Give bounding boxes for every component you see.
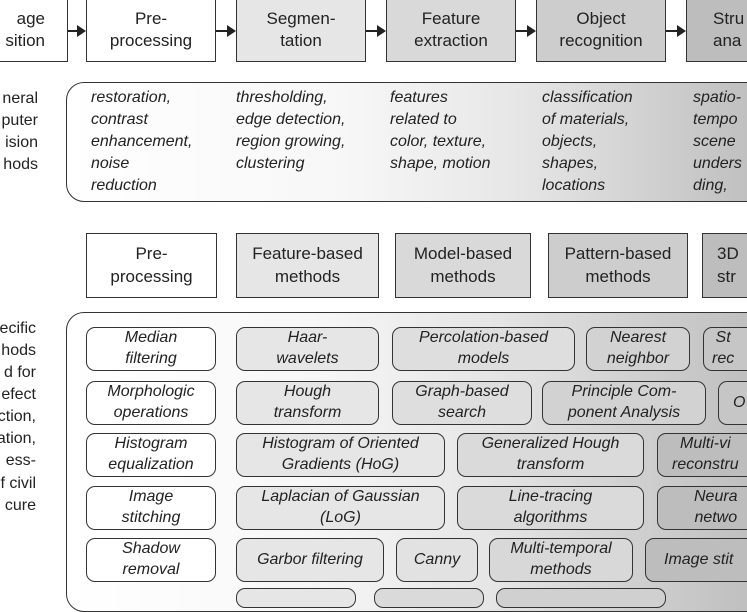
method-graph-based-search: Graph-based search [392, 381, 532, 425]
pipeline-arrow [666, 25, 686, 37]
pipeline-arrow [366, 25, 386, 37]
method-other: O [718, 381, 747, 425]
method-row-cutoff [374, 588, 484, 608]
method-row-cutoff [496, 588, 666, 608]
method-row-cutoff [236, 588, 356, 608]
method-haar-wavelets: Haar- wavelets [236, 327, 379, 371]
category-feature-based: Feature-based methods [236, 233, 379, 298]
pipeline-stage-structural-analysis: Stru ana [686, 0, 747, 62]
pipeline-stage-segmentation: Segmen- tation [236, 0, 366, 62]
general-desc-segmentation: thresholding, edge detection, region gro… [236, 89, 346, 172]
category-model-based: Model-based methods [395, 233, 531, 298]
specific-methods-label: ecific hods d for efect ction, ation, es… [0, 320, 36, 514]
pipeline-arrow [516, 25, 536, 37]
general-desc-structural-analysis: spatio- tempo scene unders ding, [693, 89, 742, 194]
method-morphologic-operations: Morphologic operations [86, 381, 216, 425]
category-preprocessing: Pre- processing [86, 233, 217, 298]
category-pattern-based: Pattern-based methods [548, 233, 688, 298]
method-structure-reconstruction: St rec [703, 327, 747, 371]
pipeline-arrow [68, 25, 86, 37]
pipeline-arrow [216, 25, 236, 37]
method-hough-transform: Hough transform [236, 381, 379, 425]
pipeline-stage-preprocessing: Pre- processing [86, 0, 216, 62]
method-canny: Canny [396, 538, 478, 582]
pipeline-stage-object-recognition: Object recognition [536, 0, 666, 62]
method-image-stitching: Image stitching [86, 486, 216, 530]
pipeline-stage-acquisition: age sition [0, 0, 68, 62]
method-image-stitching-3d: Image stit [645, 538, 747, 582]
method-generalized-hough: Generalized Hough transform [457, 433, 644, 477]
method-neural-network: Neura netwo [657, 486, 747, 530]
method-shadow-removal: Shadow removal [86, 538, 216, 582]
method-pca: Principle Com- ponent Analysis [542, 381, 706, 425]
method-hog: Histogram of Oriented Gradients (HoG) [236, 433, 445, 477]
method-percolation-models: Percolation-based models [392, 327, 575, 371]
general-desc-feature-extraction: features related to color, texture, shap… [390, 89, 491, 172]
method-multi-temporal: Multi-temporal methods [489, 538, 633, 582]
general-methods-label: neral puter ision hods [1, 90, 38, 174]
general-desc-object-recognition: classification of materials, objects, sh… [542, 89, 633, 194]
general-methods-panel [66, 82, 747, 202]
category-3d-structure: 3D str [702, 233, 747, 298]
method-line-tracing: Line-tracing algorithms [457, 486, 644, 530]
method-median-filtering: Median filtering [86, 327, 216, 371]
method-garbor-filtering: Garbor filtering [236, 538, 384, 582]
method-nearest-neighbor: Nearest neighbor [586, 327, 690, 371]
method-multiview-reconstruction: Multi-vi reconstru [657, 433, 747, 477]
general-desc-preprocessing: restoration, contrast enhancement, noise… [91, 89, 193, 194]
pipeline-stage-feature-extraction: Feature extraction [386, 0, 516, 62]
method-log: Laplacian of Gaussian (LoG) [236, 486, 445, 530]
method-histogram-equalization: Histogram equalization [86, 433, 216, 477]
